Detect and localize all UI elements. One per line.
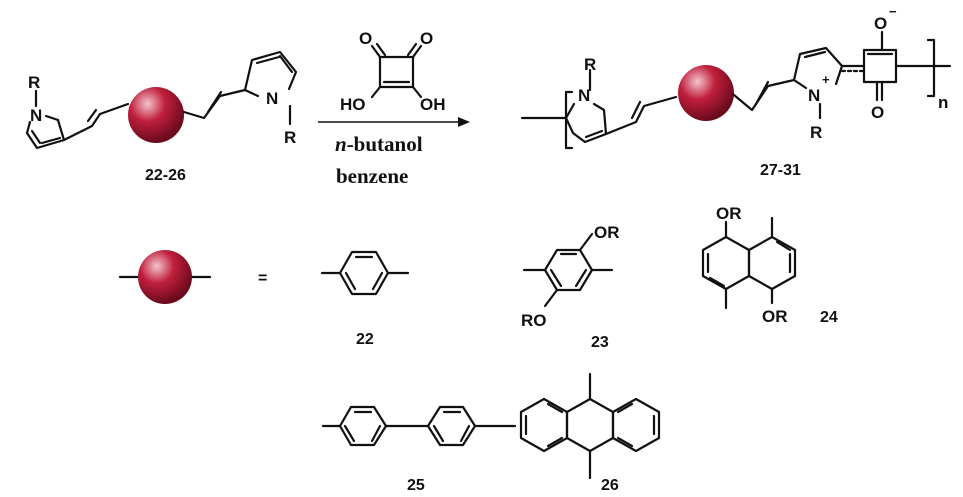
solvent-butanol: n-butanol — [335, 132, 423, 156]
squaric-o-right: O — [420, 29, 433, 48]
reaction-arrow — [318, 117, 470, 127]
product-polymer: N R N + R O − — [520, 4, 952, 179]
spacer-25-structure — [321, 405, 517, 447]
spacer-26-label: 26 — [601, 477, 619, 494]
spacer-24-label: 24 — [820, 309, 838, 326]
spacer-23-ro: RO — [521, 311, 547, 330]
product-repeat-n: n — [938, 93, 948, 112]
product-left-pyrrole — [564, 68, 608, 144]
reactant-molecule: N R N R 22-26 — [25, 50, 298, 184]
product-r-right: R — [810, 123, 822, 142]
product-spacer-sphere — [678, 65, 734, 121]
reactant-n-right: N — [266, 89, 278, 108]
spacer-25-label: 25 — [407, 477, 425, 494]
product-right-pyrrole — [792, 46, 866, 120]
left-vinylene — [62, 102, 130, 142]
product-charge-plus: + — [822, 72, 830, 87]
spacer-24-or-bottom: OR — [762, 307, 788, 326]
product-label: 27-31 — [760, 162, 801, 179]
product-charge-minus: − — [889, 4, 897, 19]
spacer-23-structure — [522, 232, 614, 308]
spacer-23-label: 23 — [591, 334, 609, 351]
legend-equals: = — [258, 270, 267, 287]
solvent-benzene: benzene — [336, 164, 408, 188]
spacer-22-structure — [320, 250, 410, 296]
spacer-22-label: 22 — [356, 331, 374, 348]
spacer-26-structure — [519, 372, 661, 480]
product-n-left: N — [578, 86, 590, 105]
product-n-right: N — [808, 86, 820, 105]
spacer-legend: = — [118, 250, 267, 304]
squaric-oh: OH — [420, 95, 446, 114]
product-o-bottom: O — [871, 103, 884, 122]
squaric-acid: O O HO OH — [340, 29, 446, 114]
reactant-r-left: R — [28, 73, 40, 92]
right-pyrrole-ring — [243, 50, 298, 126]
left-pyrrole-ring — [25, 89, 66, 150]
squaric-o-left: O — [359, 29, 372, 48]
spacer-24-structure — [701, 216, 797, 310]
spacer-sphere — [128, 87, 184, 143]
product-left-vinylene — [604, 95, 678, 136]
product-right-vinylene — [732, 78, 796, 112]
reactant-r-right: R — [284, 128, 296, 147]
product-r-left: R — [584, 55, 596, 74]
reactant-label: 22-26 — [145, 167, 186, 184]
reactant-n-left: N — [30, 106, 42, 125]
product-o-top: O — [874, 14, 887, 33]
right-bracket — [926, 38, 936, 98]
spacer-24-or-top: OR — [716, 204, 742, 223]
squaric-ho: HO — [340, 95, 366, 114]
spacer-23-or: OR — [594, 223, 620, 242]
product-squaraine-ring — [862, 30, 952, 102]
